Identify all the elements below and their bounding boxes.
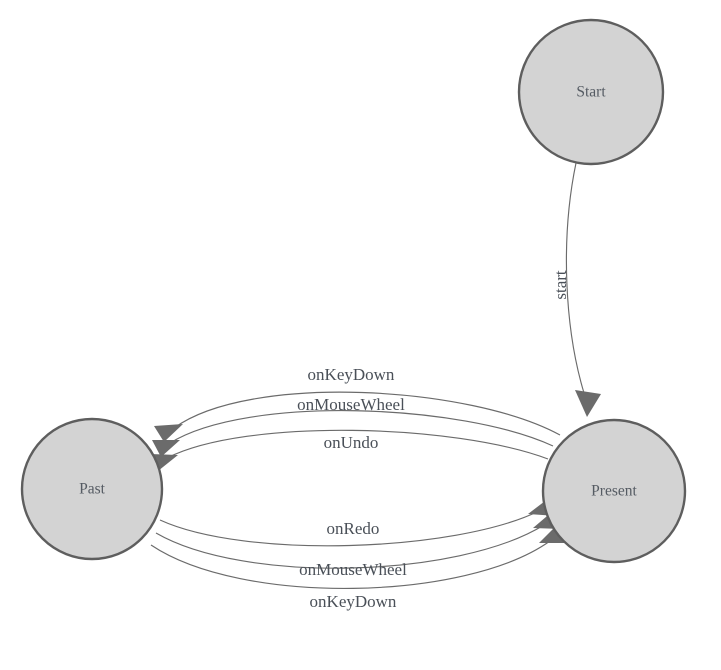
node-past-circle	[20, 417, 164, 561]
edge-label-present-past-onmousewheel: onMouseWheel	[297, 395, 405, 414]
edge-past-to-present-onredo-path	[159, 510, 540, 547]
edge-past-to-present-onmousewheel[interactable]: onMouseWheel	[155, 511, 562, 579]
edge-present-to-past-onkeydown-arrowhead	[154, 424, 183, 442]
edge-present-to-past-onmousewheel[interactable]: onMouseWheel	[152, 395, 554, 457]
edge-start-to-present-path	[565, 162, 585, 394]
edge-present-to-past-onkeydown[interactable]: onKeyDown	[154, 365, 561, 442]
edge-past-to-present-onkeydown-path	[150, 540, 551, 590]
edge-label-present-past-onundo: onUndo	[324, 433, 379, 452]
edge-label-present-past-onkeydown: onKeyDown	[308, 365, 395, 384]
edge-present-to-past-onundo[interactable]: onUndo	[150, 429, 549, 471]
edge-present-to-past-onmousewheel-path	[169, 410, 554, 447]
edge-label-past-present-onmousewheel: onMouseWheel	[299, 560, 407, 579]
edge-start-to-present-arrowhead	[575, 390, 601, 417]
node-start[interactable]: Start	[517, 18, 665, 166]
edge-label-past-present-onkeydown: onKeyDown	[310, 592, 397, 611]
node-present-label: Present	[591, 483, 637, 500]
node-past-label: Past	[79, 481, 106, 498]
node-past[interactable]: Past	[20, 417, 164, 561]
edge-present-to-past-onkeydown-path	[173, 391, 561, 436]
edge-start-to-present[interactable]: start	[551, 162, 601, 417]
edge-past-to-present-onmousewheel-path	[155, 524, 545, 569]
edge-past-to-present-onredo[interactable]: onRedo	[159, 498, 557, 547]
edge-label-start: start	[551, 270, 570, 300]
edge-label-past-present-onredo: onRedo	[327, 519, 380, 538]
node-start-circle	[517, 18, 665, 166]
node-start-label: Start	[576, 84, 606, 101]
node-present-circle	[541, 418, 687, 564]
edge-present-to-past-onundo-path	[166, 429, 549, 460]
edge-present-to-past-onmousewheel-arrowhead	[152, 440, 180, 457]
node-present[interactable]: Present	[541, 418, 687, 564]
